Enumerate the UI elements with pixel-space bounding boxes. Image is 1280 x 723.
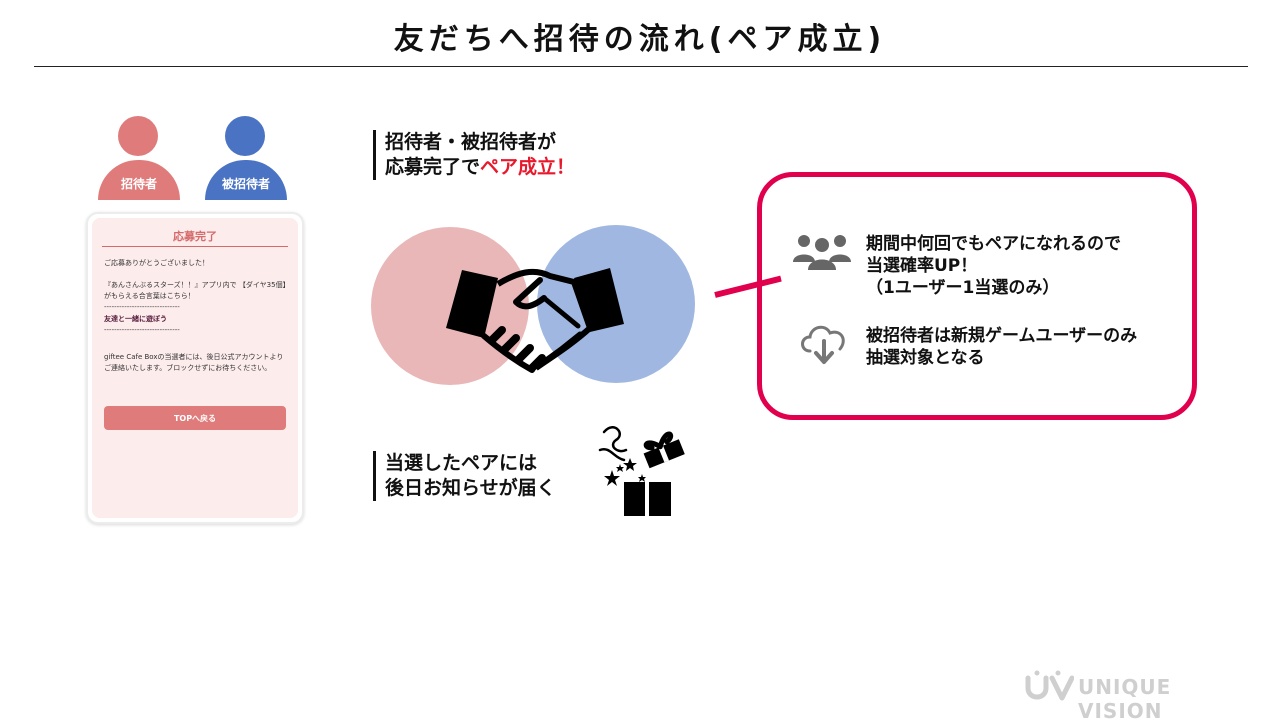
title-divider	[34, 66, 1248, 67]
inviter-avatar: 招待者	[98, 116, 180, 200]
cloud-download-icon	[801, 325, 845, 364]
pair-note-prefix: 応募完了で	[385, 156, 481, 178]
phone-divider	[102, 246, 288, 247]
phone-mockup: 応募完了 ご応募ありがとうございました！ 『あんさんぶるスターズ！！』アプリ内で…	[86, 212, 304, 524]
brand-name: UNIQUE VISION	[1078, 675, 1172, 723]
point1-line2: 当選確率UP！	[866, 256, 978, 276]
phone-dash-bottom: ------------------------------	[104, 326, 180, 334]
brand-logo: UNIQUE VISION	[1022, 670, 1246, 723]
phone-screen: 応募完了 ご応募ありがとうございました！ 『あんさんぶるスターズ！！』アプリ内で…	[92, 218, 298, 518]
winner-note-line2: 後日お知らせが届く	[385, 477, 556, 499]
point1-line3: （1ユーザー1当選のみ）	[866, 278, 1060, 298]
page-title: 友だちへ招待の流れ(ペア成立)	[393, 22, 887, 57]
phone-keyword: 友達と一緒に遊ぼう	[104, 315, 167, 323]
invitee-label: 被招待者	[205, 160, 287, 200]
phone-promo: 『あんさんぶるスターズ！！』アプリ内で 【ダイヤ35個】がもらえる合言葉はこちら…	[104, 281, 287, 300]
winner-note: 当選したペアには 後日お知らせが届く	[373, 451, 556, 501]
phone-dash-top: ------------------------------	[104, 303, 180, 311]
invitee-avatar: 被招待者	[205, 116, 287, 200]
top-return-button[interactable]: TOPへ戻る	[104, 406, 286, 430]
handshake-icon	[446, 268, 624, 373]
point1-line1: 期間中何回でもペアになれるので	[866, 234, 1121, 254]
user-group-icon	[793, 235, 851, 270]
inviter-head	[118, 116, 158, 156]
benefits-callout: 期間中何回でもペアになれるので 当選確率UP！ （1ユーザー1当選のみ） 被招待…	[757, 172, 1197, 420]
pair-note: 招待者・被招待者が 応募完了でペア成立！	[373, 130, 575, 180]
pair-note-emphasis: ペア成立！	[480, 156, 576, 178]
pair-note-line2: 応募完了でペア成立！	[385, 155, 575, 180]
invitee-head	[225, 116, 265, 156]
inviter-circle	[371, 227, 529, 385]
point2-line2: 抽選対象となる	[866, 348, 985, 368]
gift-box-icon	[598, 426, 685, 516]
inviter-label: 招待者	[98, 160, 180, 200]
logo-mark-icon	[1025, 670, 1074, 701]
point2-line1: 被招待者は新規ゲームユーザーのみ	[866, 326, 1138, 346]
pair-note-line1: 招待者・被招待者が	[385, 131, 557, 153]
phone-title: 応募完了	[173, 230, 217, 243]
phone-notice: giftee Cafe Boxの当選者には、後日公式アカウントよりご連絡いたしま…	[104, 353, 284, 372]
point2-text: 被招待者は新規ゲームユーザーのみ 抽選対象となる	[866, 325, 1137, 369]
winner-note-line1: 当選したペアには	[385, 452, 538, 474]
phone-thanks: ご応募ありがとうございました！	[104, 259, 209, 267]
point1-text: 期間中何回でもペアになれるので 当選確率UP！ （1ユーザー1当選のみ）	[866, 233, 1121, 299]
